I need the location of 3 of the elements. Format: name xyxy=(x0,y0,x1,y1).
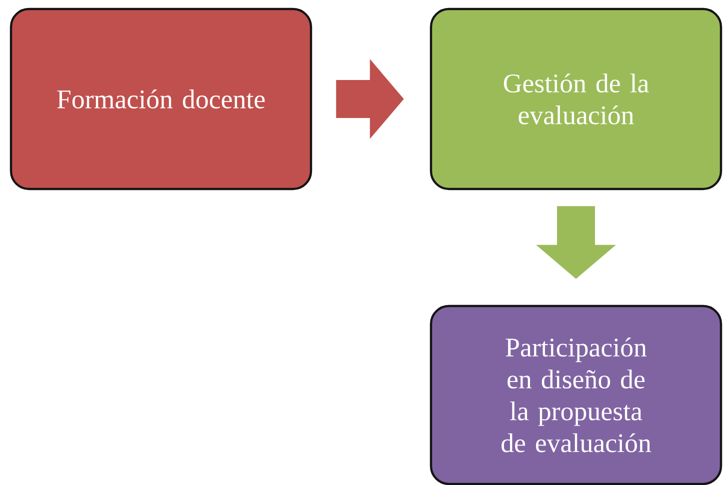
process-box: Gestión de la evaluación xyxy=(430,8,722,190)
process-box: Participación en diseño de la propuesta de evaluación xyxy=(430,304,722,485)
process-box: Formación docente xyxy=(10,8,312,190)
